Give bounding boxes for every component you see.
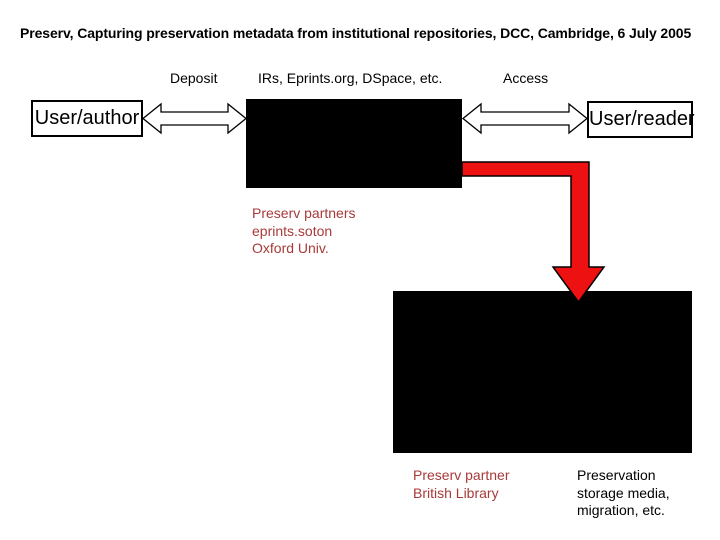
user-author-box: User/author — [31, 100, 143, 137]
repository-screenshot-placeholder — [246, 99, 462, 188]
annotation-line: Preservation — [577, 467, 656, 483]
partners-annotation: Preserv partners eprints.soton Oxford Un… — [252, 205, 355, 258]
annotation-line: Oxford Univ. — [252, 240, 329, 256]
red-flow-arrow-icon — [461, 161, 606, 304]
user-reader-box: User/reader — [587, 101, 695, 138]
partner-bl-annotation: Preserv partner British Library — [413, 467, 509, 502]
annotation-line: Preserv partner — [413, 467, 510, 483]
annotation-line: storage media, — [577, 484, 670, 501]
deposit-double-arrow-icon — [141, 102, 248, 135]
annotation-line: migration, etc. — [577, 502, 665, 518]
preservation-screenshot-placeholder — [393, 291, 692, 453]
access-double-arrow-icon — [461, 102, 589, 135]
annotation-line: British Library — [413, 484, 499, 501]
annotation-line: Preserv partners — [252, 205, 356, 221]
flow-label-deposit: Deposit — [170, 70, 218, 86]
flow-label-repositories: IRs, Eprints.org, DSpace, etc. — [258, 70, 443, 86]
flow-label-access: Access — [503, 70, 549, 86]
storage-annotation: Preservation storage media, migration, e… — [577, 467, 670, 520]
annotation-line: eprints.soton — [252, 222, 333, 239]
slide-title: Preserv, Capturing preservation metadata… — [20, 25, 692, 41]
